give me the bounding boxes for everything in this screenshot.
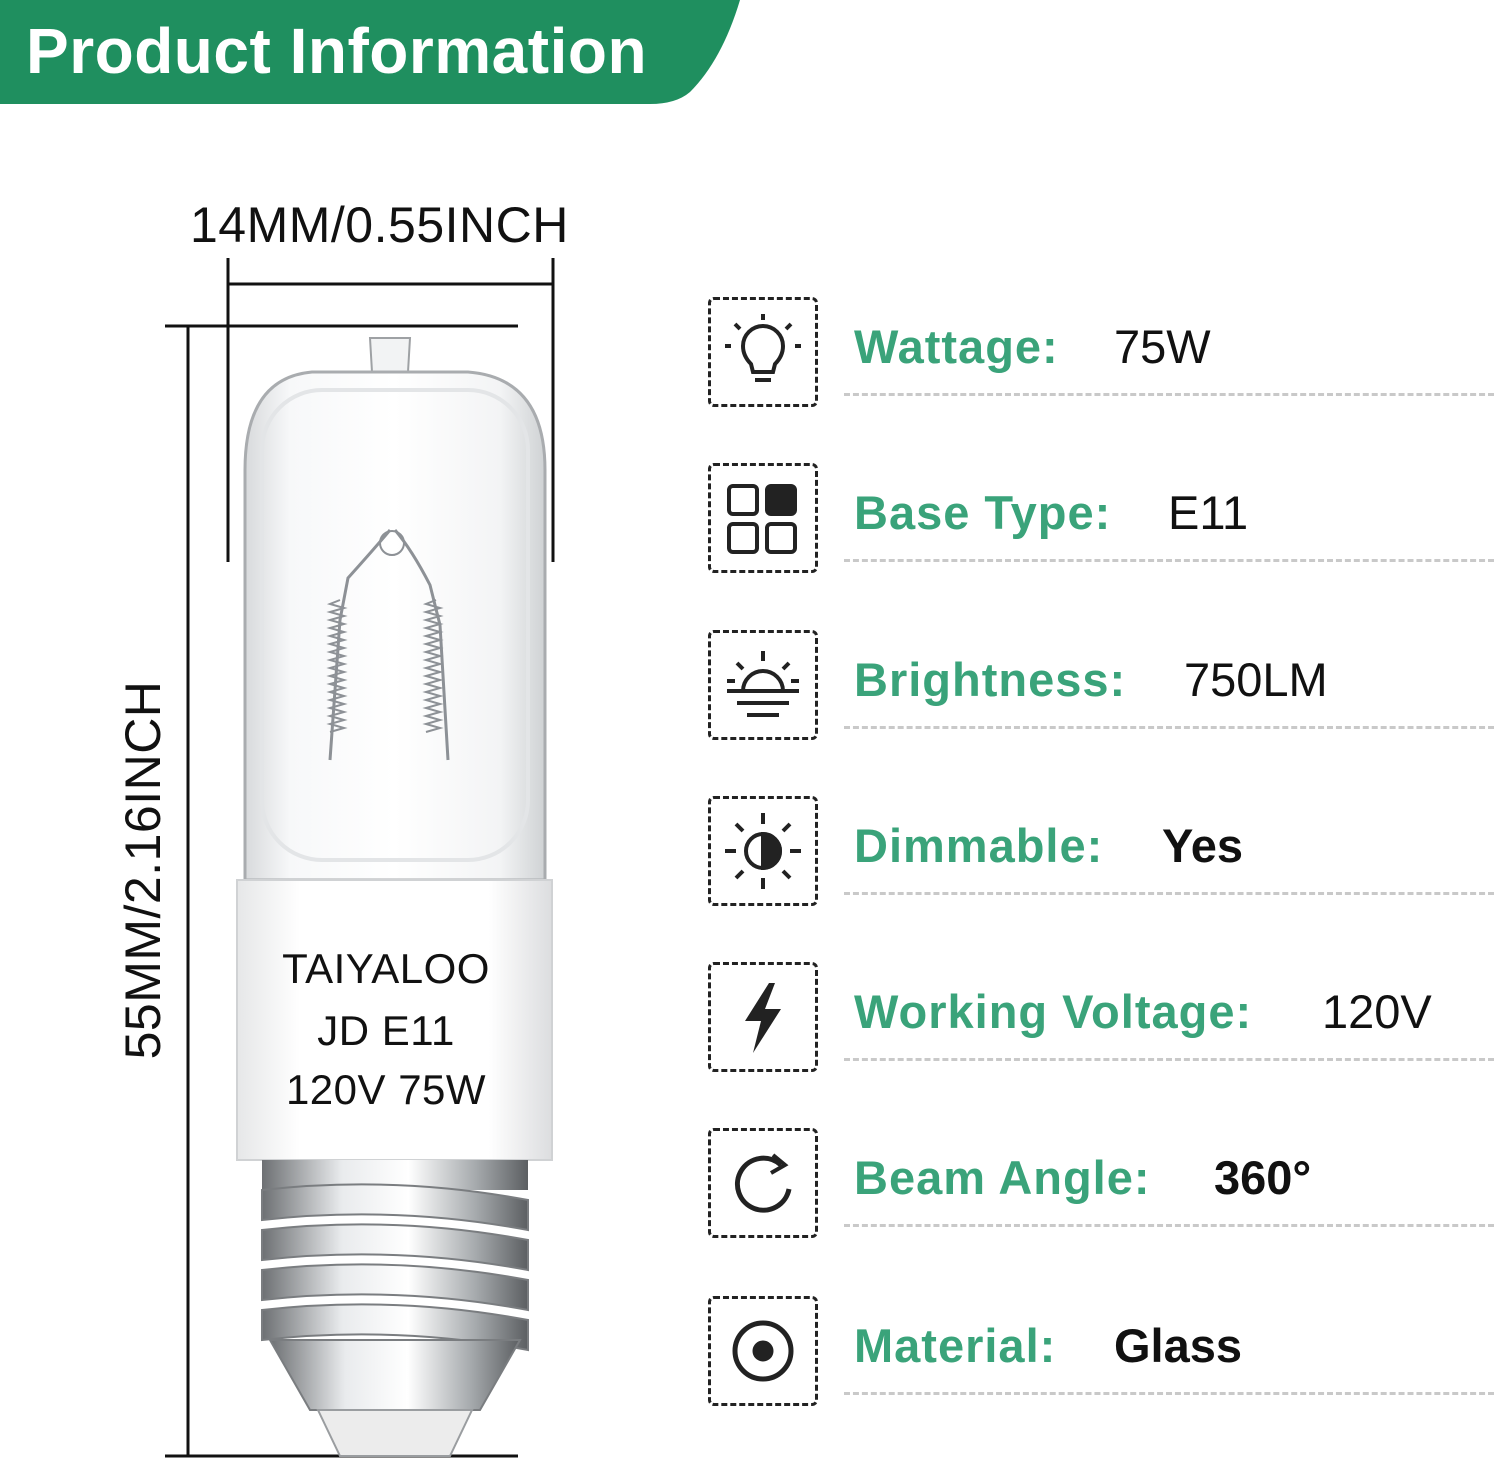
spec-key-beam-angle: Beam Angle: [854, 1151, 1151, 1204]
spec-row-brightness: Brightness: 750LM [708, 630, 1498, 742]
spec-row-wattage: Wattage: 75W [708, 297, 1498, 409]
spec-key-working-voltage: Working Voltage: [854, 985, 1253, 1038]
spec-key-material: Material: [854, 1319, 1057, 1372]
banner-shape [0, 0, 740, 104]
spec-row-base-type: Base Type: E11 [708, 463, 1498, 575]
divider [844, 559, 1494, 562]
lightning-icon [708, 962, 818, 1072]
width-dimension-label: 14MM/0.55INCH [190, 197, 569, 253]
bulb-illustration [165, 258, 555, 1458]
page-title: Product Information [26, 15, 648, 87]
rotate-icon [708, 1128, 818, 1238]
bulb-model-label: JD E11 [317, 1007, 455, 1054]
spec-value-wattage: 75W [1114, 320, 1211, 373]
half-sun-icon [708, 796, 818, 906]
spec-value-brightness: 750LM [1184, 653, 1328, 706]
spec-key-wattage: Wattage: [854, 320, 1059, 373]
spec-value-dimmable: Yes [1162, 819, 1244, 872]
divider [844, 1058, 1494, 1061]
sunrise-icon [708, 630, 818, 740]
divider [844, 726, 1494, 729]
grid-icon [708, 463, 818, 573]
spec-row-working-voltage: Working Voltage: 120V [708, 962, 1498, 1074]
spec-key-dimmable: Dimmable: [854, 819, 1104, 872]
width-dimension-lines [226, 258, 555, 562]
target-icon [708, 1296, 818, 1406]
spec-value-working-voltage: 120V [1322, 985, 1432, 1038]
bulb-brand-label: TAIYALOO [282, 945, 490, 992]
spec-row-dimmable: Dimmable: Yes [708, 796, 1498, 908]
divider [844, 892, 1494, 895]
spec-row-material: Material: Glass [708, 1296, 1498, 1408]
bulb-rating-label: 120V 75W [285, 1066, 487, 1113]
spec-value-base-type: E11 [1168, 486, 1249, 539]
divider [844, 1392, 1494, 1395]
divider [844, 1224, 1494, 1227]
spec-key-brightness: Brightness: [854, 653, 1127, 706]
spec-value-beam-angle: 360° [1214, 1151, 1312, 1204]
bulb-icon [708, 297, 818, 407]
spec-value-material: Glass [1114, 1319, 1243, 1372]
header-banner: Product Information [0, 0, 760, 105]
divider [844, 393, 1494, 396]
spec-row-beam-angle: Beam Angle: 360° [708, 1128, 1498, 1240]
spec-key-base-type: Base Type: [854, 486, 1112, 539]
